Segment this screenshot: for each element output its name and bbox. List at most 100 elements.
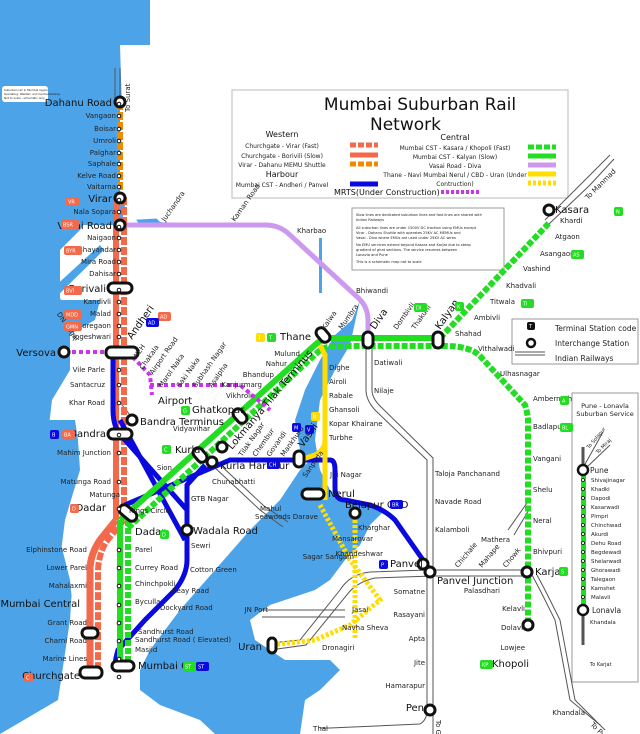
station-label: Mansarovar (332, 535, 373, 543)
svg-text:T: T (268, 336, 273, 342)
svg-text:T: T (257, 336, 262, 342)
coast-detail (40, 45, 185, 305)
station-label: Mathera (481, 536, 510, 544)
svg-text:D: D (162, 533, 166, 539)
station-label: Mumbai CS (138, 661, 194, 672)
pune-station-label: Talegaon (590, 577, 616, 583)
station-label: Grant Road (47, 619, 87, 627)
svg-text:Khandala: Khandala (590, 620, 616, 626)
station-label: Kasara (555, 205, 589, 216)
station-label: Titwala (489, 298, 515, 306)
station-label: Thal (312, 725, 328, 733)
station-code-badge (160, 530, 169, 539)
station-label: Kurla Harbour (220, 461, 290, 472)
station-code-badge (571, 250, 584, 259)
station-label: Palghar (90, 149, 116, 157)
station-label: Dadar (76, 503, 107, 514)
svg-text:Pune - Lonavla: Pune - Lonavla (581, 402, 629, 410)
station-label: Khadvali (506, 282, 536, 290)
svg-text:Indian Railways: Indian Railways (555, 354, 614, 363)
legend-thane-nerul: Thane - Navi Mumbai Nerul / CBD - Uran (… (382, 172, 527, 179)
station-label: Vile Parle (73, 366, 105, 374)
station-label: Vikhroli (226, 392, 252, 400)
station-label: Kings Circle (129, 507, 170, 515)
pune-box: Pune - Lonavla Suburban Service To Solap… (571, 392, 639, 683)
station-label: GTB Nagar (191, 495, 229, 503)
station-code-badge (560, 423, 573, 432)
pune-station-label: Shelarwadi (591, 559, 622, 565)
station-label: Mira Road (81, 258, 116, 266)
station-label: Vangani (533, 455, 561, 463)
svg-text:Interchange Station: Interchange Station (555, 339, 629, 348)
station-label: Shelu (533, 486, 553, 494)
station-label: Jui Nagar (329, 471, 362, 479)
station-label: Bandra (70, 429, 106, 440)
station-label: Versova (16, 348, 56, 359)
station-code-badge (390, 500, 403, 509)
station-code-badge (559, 567, 568, 576)
svg-text:C: C (164, 448, 168, 454)
legend-central-slow: Mumbai CST - Kalyan (Slow) (413, 154, 497, 161)
svg-text:VR: VR (68, 200, 75, 206)
station-code-badge (64, 286, 82, 295)
svg-text:Pune: Pune (590, 466, 609, 475)
svg-text:GMN: GMN (66, 325, 78, 331)
station-label: Lowjee (501, 644, 525, 652)
station-label: Wadala Road (193, 526, 258, 537)
svg-text:BL: BL (562, 426, 568, 432)
legend-harbour-heading: Harbour (266, 170, 299, 179)
station-label: Navade Road (435, 498, 482, 506)
station-label: Khar Road (69, 399, 105, 407)
station-label: Ghatkopar (192, 405, 245, 416)
svg-text:This is a schematic map not to: This is a schematic map not to scale (355, 260, 422, 264)
svg-text:A: A (562, 399, 566, 405)
svg-text:All suburban lines are under 1: All suburban lines are under 1500V DC tr… (356, 226, 477, 230)
station-label: Mahul (260, 505, 281, 513)
legend-under-construction: Contruction) (436, 181, 473, 188)
pune-station-label: Chinchwad (591, 523, 621, 529)
station-label: Mumbai Central (0, 599, 80, 610)
station-label: Kurla (175, 445, 200, 456)
station-code-badge (158, 312, 171, 321)
station-code-badge (70, 504, 79, 513)
svg-text:V: V (307, 428, 311, 434)
legend-virar-dahanu: Virar - Dahanu MEMU Shuttle (238, 162, 326, 169)
station-code-badge (196, 662, 209, 671)
svg-text:Slow lines are dedicated subur: Slow lines are dedicated suburban lines … (356, 213, 482, 217)
station-label: Kelavli (502, 605, 525, 613)
svg-text:ST: ST (185, 665, 192, 671)
map-title-line1: Mumbai Suburban Rail (324, 95, 516, 115)
svg-text:Terminal Station code: Terminal Station code (554, 324, 637, 333)
svg-text:No EMU services extend beyond: No EMU services extend beyond Kasara and… (356, 243, 472, 247)
pune-station-label: Akurdi (591, 532, 609, 538)
legend-harbour-line: Mumbai CST - Andheri / Panvel (236, 182, 329, 189)
station-label: Dadar (135, 527, 166, 538)
station-code-badge (414, 303, 427, 312)
station-label: Dahanu Road (45, 98, 112, 109)
station-label: Rasayani (393, 611, 425, 619)
station-label: Seawoods Darave (255, 513, 318, 521)
station-label: Vithalwadi (478, 345, 514, 353)
svg-text:BA: BA (64, 433, 71, 439)
station-code-badge (267, 460, 280, 469)
station-label: Nerul (328, 489, 355, 500)
station-code-badge (64, 322, 82, 331)
station-label: Sagar Sangam (303, 553, 354, 561)
station-label: Hamarapur (385, 682, 425, 690)
station-label: Khopoli (492, 659, 529, 670)
svg-text:BVI: BVI (66, 289, 74, 295)
station-label: Mulund (274, 350, 300, 358)
station-label: Palasdhari (464, 587, 500, 595)
pune-station-label: Shivajinagar (591, 478, 626, 484)
station-label: Goregaon (77, 322, 111, 330)
station-label: Ambernath (533, 395, 572, 403)
station-label: Airoli (329, 378, 347, 386)
station-code-badge (61, 220, 79, 229)
station-label: Ghansoli (329, 406, 359, 414)
station-label: Virar (88, 194, 113, 205)
station-label: JN Port (244, 606, 269, 614)
station-label: Khardi (560, 217, 583, 225)
svg-text:Operating: Western and Central: Operating: Western and Central Railway (4, 92, 61, 96)
station-label: Mahim Junction (57, 449, 111, 457)
svg-text:Virar - Dahanu Shuttle with op: Virar - Dahanu Shuttle with operates 25K… (356, 231, 461, 235)
